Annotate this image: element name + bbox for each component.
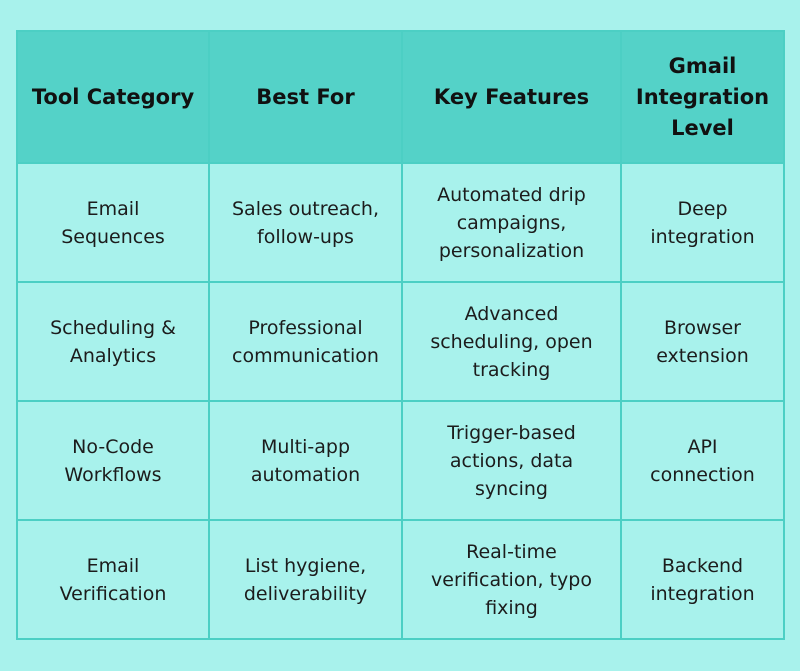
cell-key-features: Automated drip campaigns, personalizatio… (401, 162, 622, 283)
cell-integration-level: Backend integration (620, 519, 785, 640)
table-row: No-Code Workflows Multi-app automation T… (16, 400, 785, 521)
header-best-for: Best For (208, 30, 403, 164)
cell-tool-category: No-Code Workflows (16, 400, 210, 521)
table-header-row: Tool Category Best For Key Features Gmai… (16, 30, 785, 164)
cell-integration-level: Deep integration (620, 162, 785, 283)
cell-best-for: List hygiene, deliverability (208, 519, 403, 640)
cell-key-features: Advanced scheduling, open tracking (401, 281, 622, 402)
header-key-features: Key Features (401, 30, 622, 164)
comparison-table: Tool Category Best For Key Features Gmai… (16, 30, 785, 640)
cell-tool-category: Scheduling & Analytics (16, 281, 210, 402)
cell-tool-category: Email Sequences (16, 162, 210, 283)
cell-best-for: Multi-app automation (208, 400, 403, 521)
comparison-table-container: Tool Category Best For Key Features Gmai… (16, 30, 785, 640)
cell-integration-level: API connection (620, 400, 785, 521)
table-row: Email Sequences Sales outreach, follow-u… (16, 162, 785, 283)
table-row: Email Verification List hygiene, deliver… (16, 519, 785, 640)
cell-tool-category: Email Verification (16, 519, 210, 640)
cell-key-features: Real-time verification, typo fixing (401, 519, 622, 640)
cell-best-for: Sales outreach, follow-ups (208, 162, 403, 283)
cell-integration-level: Browser extension (620, 281, 785, 402)
table-row: Scheduling & Analytics Professional comm… (16, 281, 785, 402)
cell-key-features: Trigger-based actions, data syncing (401, 400, 622, 521)
header-tool-category: Tool Category (16, 30, 210, 164)
cell-best-for: Professional communication (208, 281, 403, 402)
header-gmail-integration-level: Gmail Integration Level (620, 30, 785, 164)
